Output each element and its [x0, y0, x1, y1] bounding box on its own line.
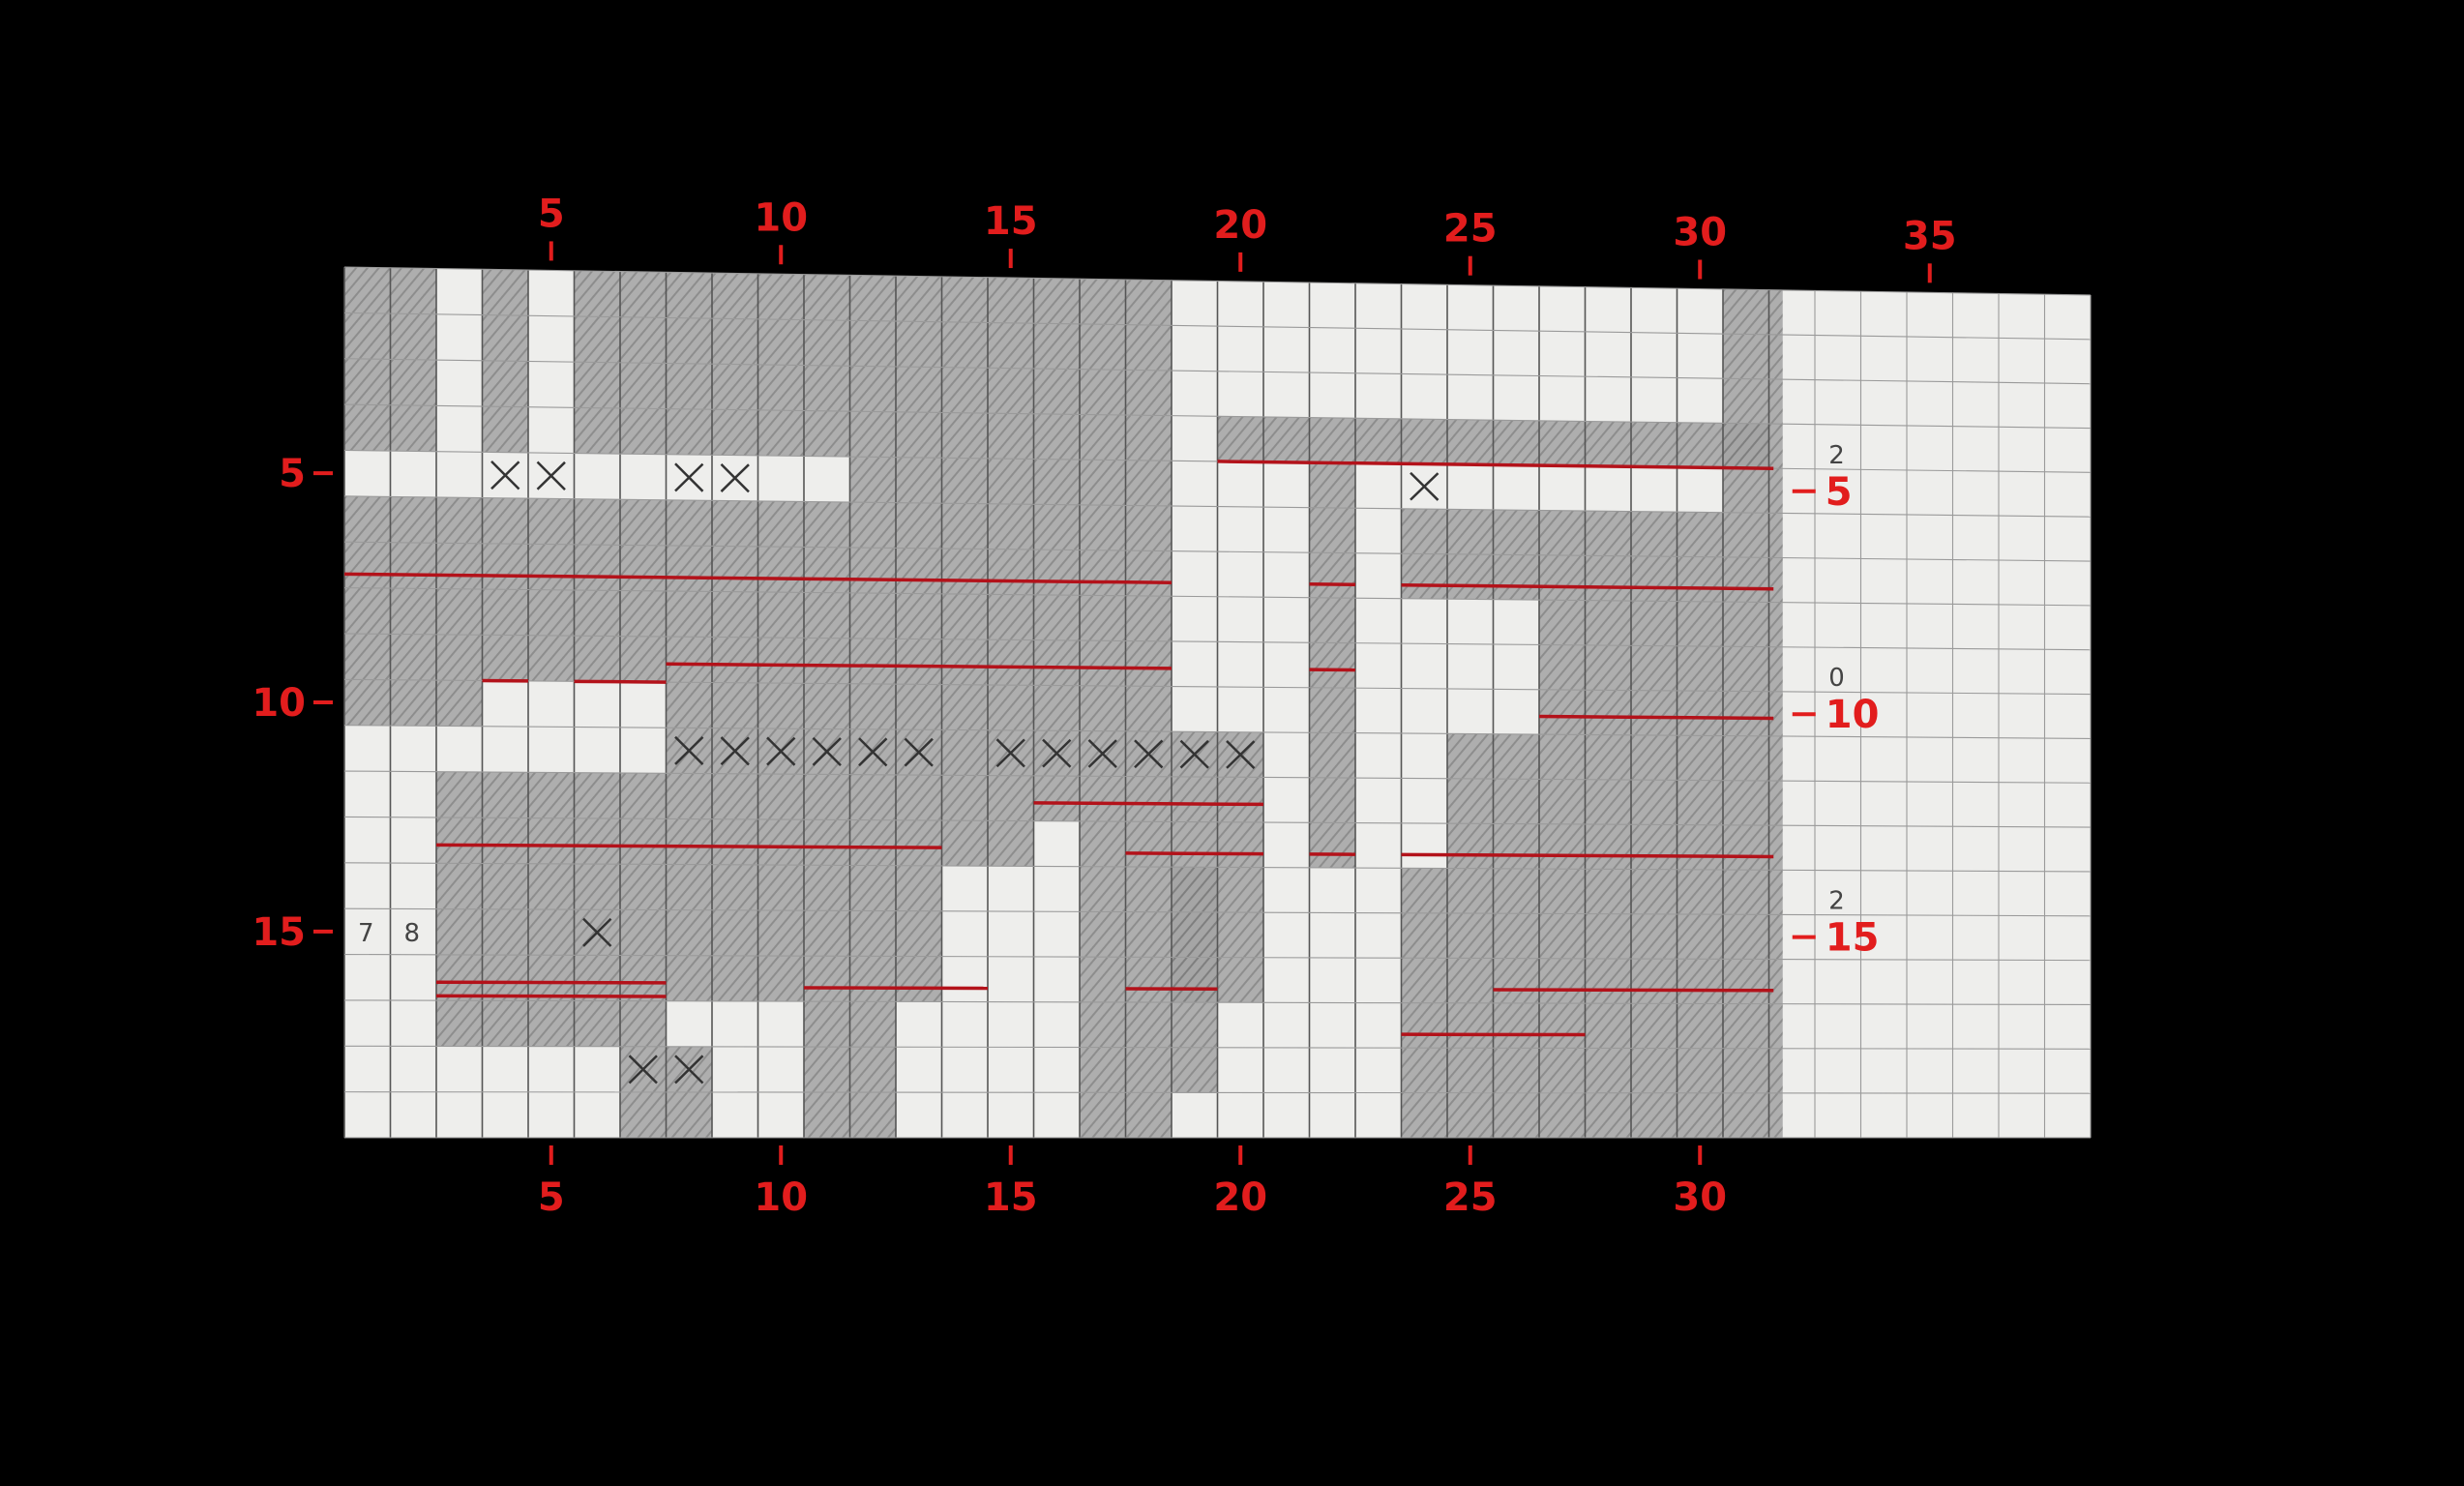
left-row-label: 5 — [279, 452, 306, 496]
right-row-label: 5 — [1826, 470, 1853, 515]
top-column-label: 20 — [1213, 203, 1267, 248]
shaded-region — [1310, 462, 1356, 868]
left-row-label: 10 — [252, 681, 306, 726]
red-line — [436, 982, 667, 983]
shaded-region — [1723, 289, 1783, 514]
red-line — [1494, 990, 1774, 991]
shaded-region — [1034, 278, 1173, 506]
top-column-label: 5 — [538, 192, 565, 236]
red-line — [1402, 854, 1774, 856]
right-row-label: 10 — [1826, 693, 1880, 737]
bottom-column-label: 30 — [1673, 1175, 1727, 1220]
red-line — [1034, 803, 1264, 804]
pencil-note-left: 7 — [358, 919, 374, 948]
shaded-region — [344, 679, 483, 726]
shaded-region — [1447, 733, 1783, 870]
red-line — [575, 681, 667, 682]
pencil-note-left: 8 — [404, 919, 421, 948]
shaded-region — [667, 728, 1264, 777]
bottom-column-label: 25 — [1443, 1175, 1498, 1220]
top-column-label: 25 — [1443, 207, 1498, 252]
shaded-region — [1172, 867, 1218, 1092]
left-row-label: 15 — [252, 910, 306, 955]
top-column-label: 35 — [1903, 214, 1957, 258]
bottom-column-label: 10 — [754, 1175, 808, 1220]
pencil-note-right: 0 — [1828, 664, 1845, 693]
pencil-note-right: 2 — [1828, 441, 1845, 470]
right-row-label: 15 — [1826, 916, 1880, 961]
bottom-column-label: 5 — [538, 1175, 565, 1220]
red-line — [1539, 717, 1773, 719]
red-line — [804, 988, 988, 989]
pencil-note-right: 2 — [1828, 887, 1845, 916]
red-line — [1126, 853, 1264, 854]
top-column-label: 10 — [754, 195, 808, 240]
shaded-region — [1034, 776, 1264, 822]
top-column-label: 15 — [984, 199, 1038, 244]
bottom-column-label: 20 — [1213, 1175, 1267, 1220]
top-column-label: 30 — [1673, 211, 1727, 255]
shaded-region — [667, 682, 1173, 731]
bottom-column-label: 15 — [984, 1175, 1038, 1220]
